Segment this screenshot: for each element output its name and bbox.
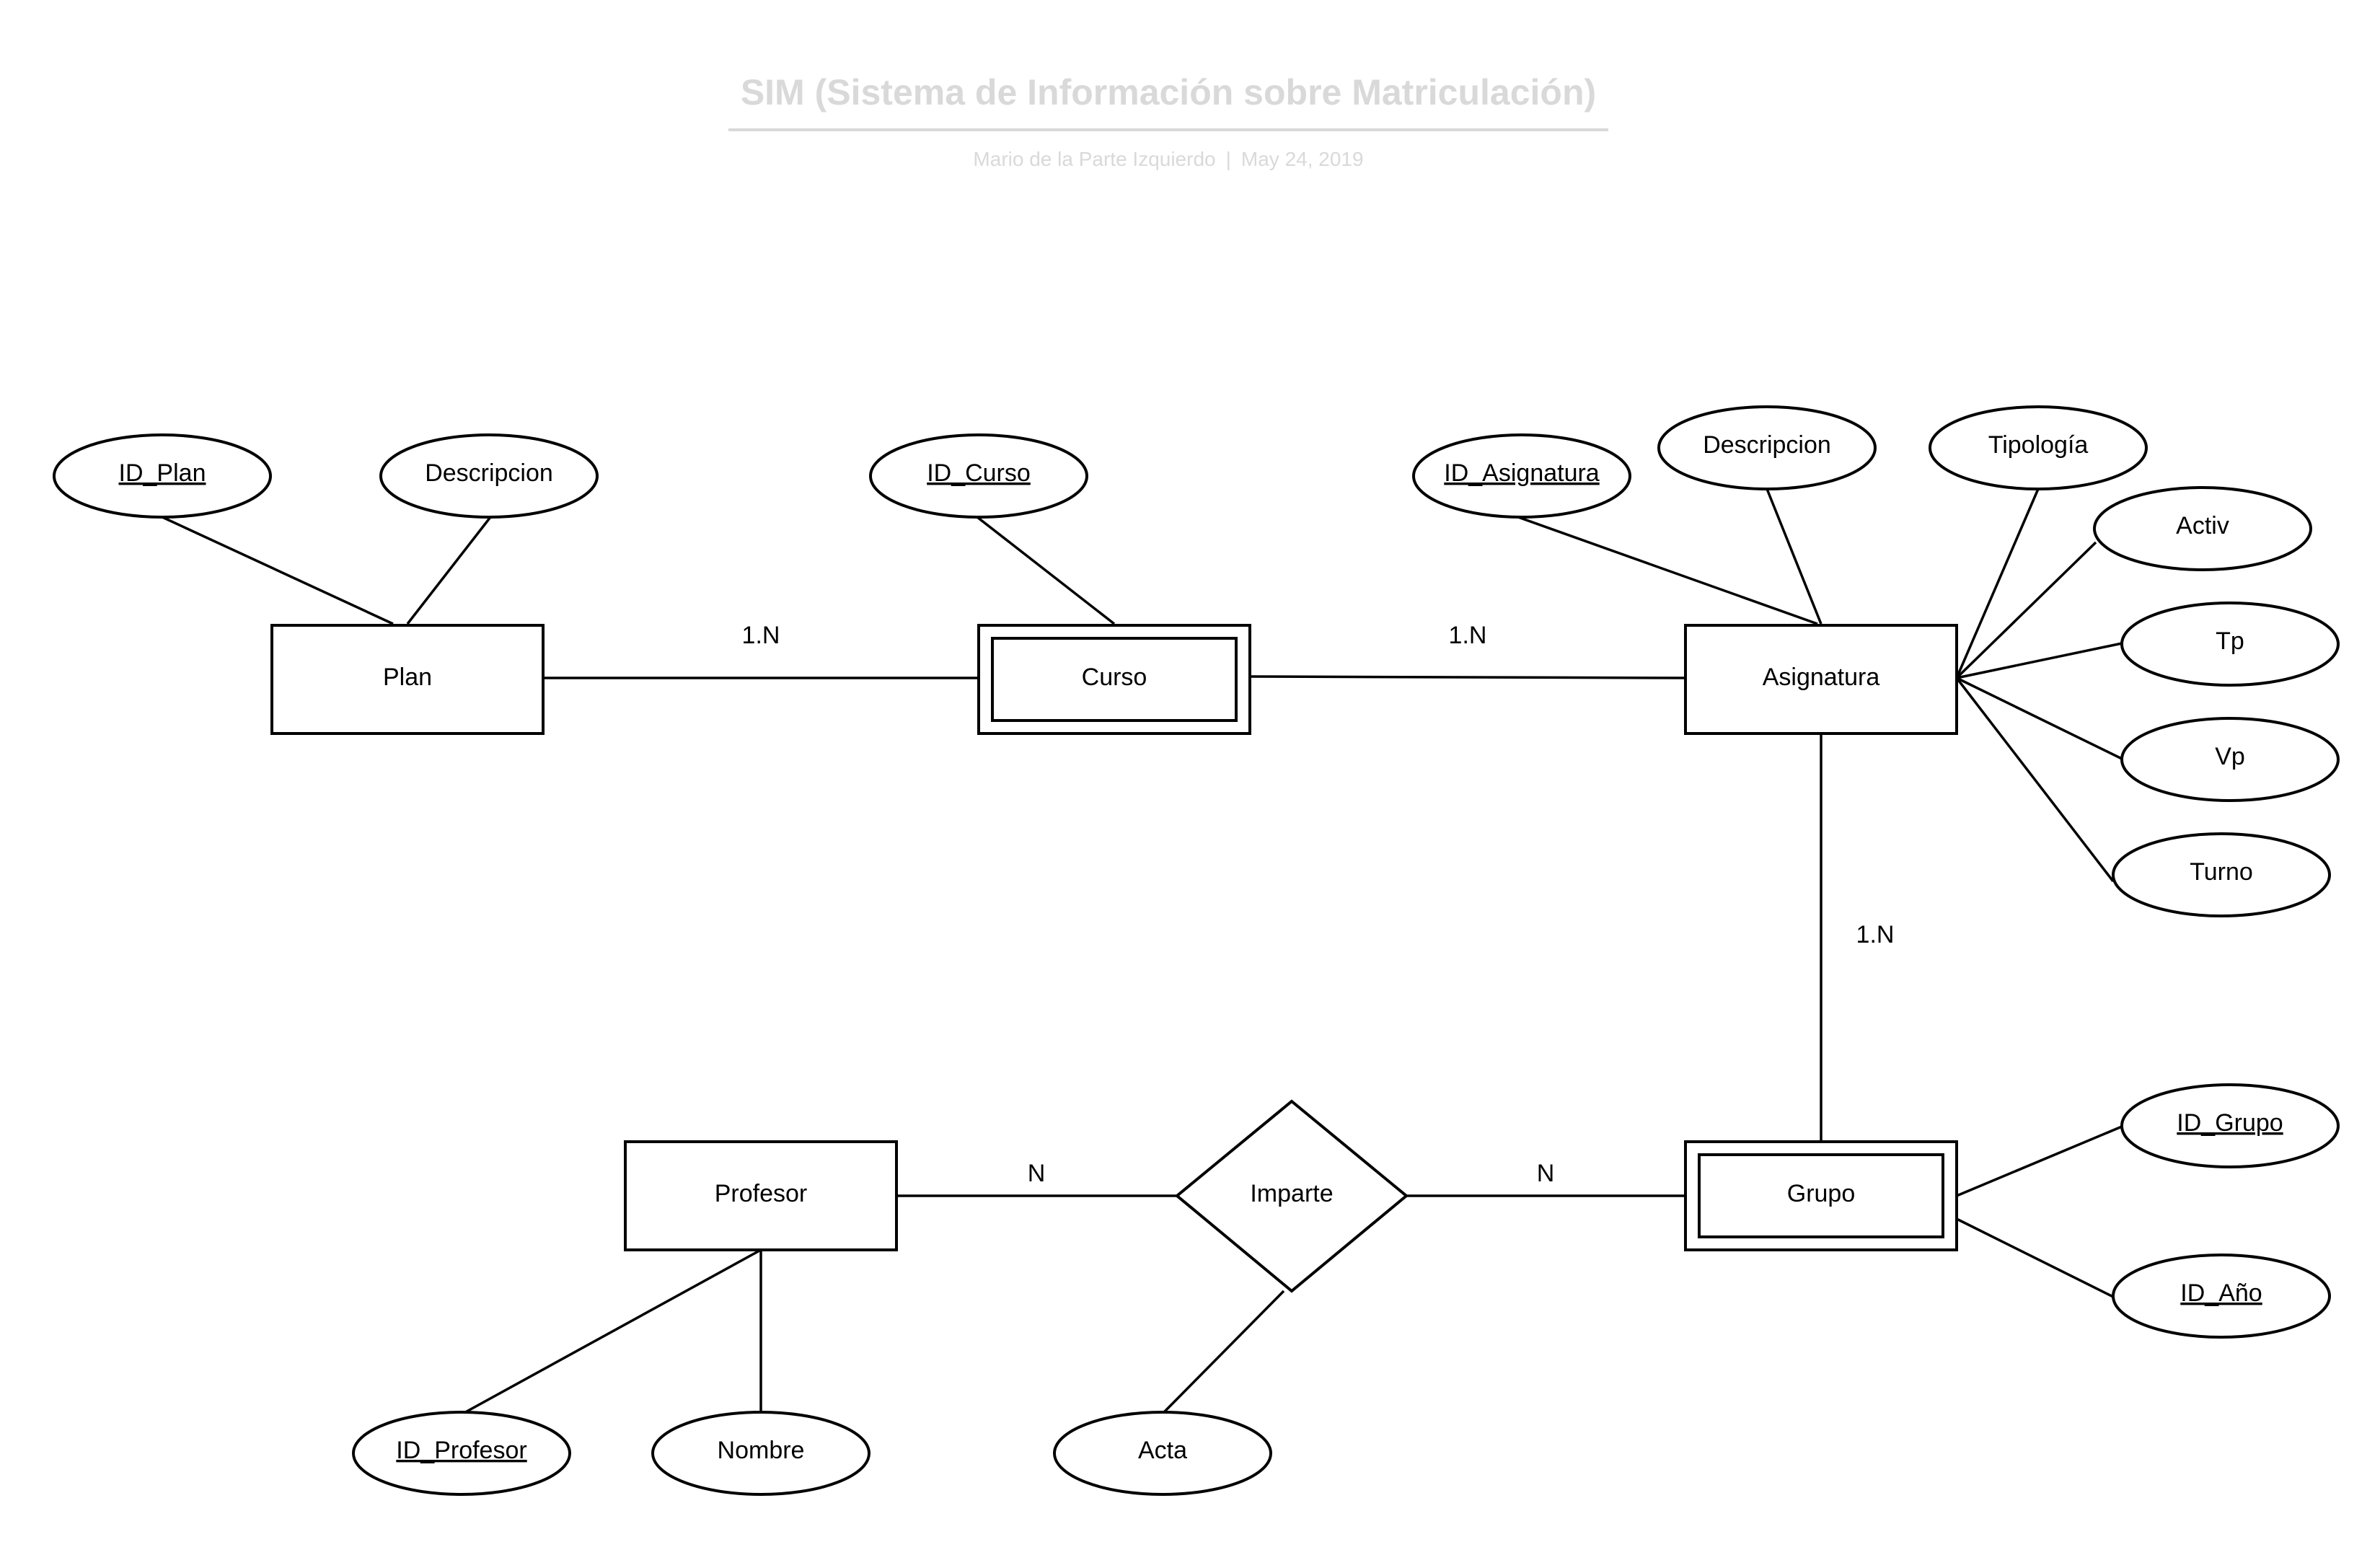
entity-profesor-label: Profesor: [715, 1180, 808, 1207]
line-profesor-idprofesor: [459, 1248, 762, 1417]
card-curso-asignatura: 1.N: [1449, 622, 1487, 649]
connectors: [162, 488, 2123, 1417]
attribute-vp-label: Vp: [2215, 743, 2245, 770]
line-plandesc-plan: [406, 516, 492, 625]
line-idcurso-curso: [976, 516, 1116, 625]
attribute-acta[interactable]: Acta: [1053, 1411, 1272, 1496]
line-tp-asignatura: [1956, 642, 2123, 679]
attribute-asignatura-descripcion-label: Descripcion: [1703, 431, 1831, 459]
attribute-activ[interactable]: Activ: [2093, 486, 2312, 571]
entity-plan[interactable]: Plan: [270, 624, 545, 735]
cardinalities: 1.N 1.N 1.N N N: [742, 622, 1895, 1187]
attribute-nombre[interactable]: Nombre: [651, 1411, 871, 1496]
author-name: Mario de la Parte Izquierdo: [973, 148, 1215, 170]
attribute-id-grupo[interactable]: ID_Grupo: [2120, 1083, 2340, 1168]
line-asigdesc-asignatura: [1766, 488, 1823, 625]
attribute-plan-descripcion[interactable]: Descripcion: [379, 433, 599, 519]
attribute-tipologia[interactable]: Tipología: [1929, 405, 2148, 490]
entity-asignatura-label: Asignatura: [1763, 664, 1880, 691]
entity-grupo-label: Grupo: [1787, 1180, 1856, 1207]
line-idasig-asignatura: [1517, 516, 1818, 625]
line-idgrupo-grupo: [1956, 1125, 2123, 1197]
card-asignatura-grupo: 1.N: [1856, 921, 1895, 948]
attribute-tp[interactable]: Tp: [2120, 602, 2340, 687]
subtitle-separator: |: [1226, 148, 1231, 170]
weak-entity-curso[interactable]: Curso: [977, 624, 1251, 735]
line-idanio-grupo: [1956, 1217, 2114, 1298]
line-curso-asignatura: [1249, 675, 1685, 679]
attribute-asignatura-descripcion[interactable]: Descripcion: [1657, 405, 1877, 490]
attribute-acta-label: Acta: [1138, 1437, 1187, 1464]
entity-asignatura[interactable]: Asignatura: [1684, 624, 1958, 735]
attribute-tipologia-label: Tipología: [1988, 431, 2089, 459]
line-vp-asignatura: [1956, 677, 2123, 760]
attribute-id-plan[interactable]: ID_Plan: [53, 433, 272, 519]
entity-curso-label: Curso: [1082, 664, 1147, 691]
diagram-date: May 24, 2019: [1241, 148, 1364, 170]
entity-profesor[interactable]: Profesor: [624, 1140, 898, 1251]
attribute-nombre-label: Nombre: [718, 1437, 805, 1464]
attribute-id-profesor-label: ID_Profesor: [396, 1437, 526, 1464]
attribute-id-asignatura[interactable]: ID_Asignatura: [1412, 433, 1631, 519]
attribute-id-anio[interactable]: ID_Año: [2112, 1254, 2331, 1339]
diagram-header: SIM (Sistema de Información sobre Matric…: [728, 72, 1608, 170]
attribute-turno-label: Turno: [2190, 858, 2253, 886]
relationship-imparte[interactable]: Imparte: [1174, 1099, 1409, 1293]
card-imparte-grupo: N: [1537, 1160, 1555, 1187]
attribute-id-grupo-label: ID_Grupo: [2177, 1109, 2283, 1137]
attribute-activ-label: Activ: [2176, 512, 2229, 539]
entity-plan-label: Plan: [383, 664, 432, 691]
attribute-id-plan-label: ID_Plan: [119, 459, 206, 487]
attribute-turno[interactable]: Turno: [2112, 832, 2331, 917]
line-idplan-plan: [162, 516, 394, 625]
attribute-id-anio-label: ID_Año: [2180, 1279, 2262, 1307]
attribute-plan-descripcion-label: Descripcion: [425, 459, 553, 487]
attribute-id-curso[interactable]: ID_Curso: [869, 433, 1088, 519]
attribute-vp[interactable]: Vp: [2120, 717, 2340, 802]
weak-entity-grupo[interactable]: Grupo: [1684, 1140, 1958, 1251]
line-activ-asignatura: [1955, 541, 2097, 679]
relationship-imparte-label: Imparte: [1250, 1180, 1333, 1207]
line-turno-asignatura: [1955, 677, 2115, 883]
attribute-id-curso-label: ID_Curso: [927, 459, 1031, 487]
attribute-tp-label: Tp: [2216, 627, 2244, 655]
diagram-subtitle: Mario de la Parte Izquierdo | May 24, 2019: [973, 148, 1363, 170]
diagram-title: SIM (Sistema de Información sobre Matric…: [741, 72, 1596, 113]
card-profesor-imparte: N: [1028, 1160, 1046, 1187]
attribute-id-profesor[interactable]: ID_Profesor: [352, 1411, 571, 1496]
line-imparte-acta: [1160, 1290, 1285, 1417]
card-plan-curso: 1.N: [742, 622, 780, 649]
line-tipologia-asignatura: [1955, 488, 2040, 679]
attribute-id-asignatura-label: ID_Asignatura: [1444, 459, 1600, 487]
